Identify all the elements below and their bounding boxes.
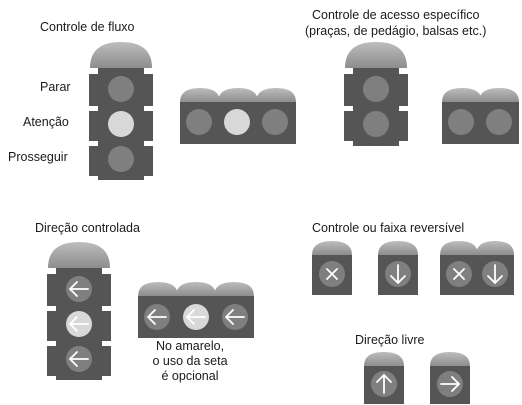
flow-vertical-signal bbox=[89, 42, 153, 180]
visor bbox=[256, 88, 296, 102]
visor bbox=[218, 88, 258, 102]
label-stop: Parar bbox=[40, 80, 71, 94]
access-title-line2: (praças, de pedágio, balsas etc.) bbox=[305, 24, 487, 38]
direction-note-line2: o uso da seta bbox=[152, 354, 228, 368]
visor bbox=[312, 241, 352, 255]
visor bbox=[430, 352, 470, 366]
label-attention: Atenção bbox=[23, 115, 69, 129]
lamp-green-off bbox=[363, 111, 389, 137]
visor bbox=[378, 241, 418, 255]
lamp-yellow-on bbox=[224, 109, 250, 135]
direction-horizontal-signal bbox=[138, 282, 254, 338]
visor bbox=[138, 282, 178, 296]
free-signal-right bbox=[430, 352, 470, 404]
lamp-red-off bbox=[186, 109, 212, 135]
visor bbox=[48, 242, 110, 268]
lamp-green-off bbox=[262, 109, 288, 135]
reversible-signal-x bbox=[312, 241, 352, 295]
reversible-title: Controle ou faixa reversível bbox=[312, 221, 465, 235]
visor bbox=[479, 88, 519, 102]
lamp-red-off bbox=[448, 109, 474, 135]
signal-housing bbox=[344, 68, 408, 146]
lamp-green-off bbox=[108, 146, 134, 172]
visor bbox=[180, 88, 220, 102]
visor bbox=[442, 88, 482, 102]
lamp-red-off bbox=[363, 76, 389, 102]
direction-vertical-signal bbox=[47, 242, 111, 380]
visor bbox=[90, 42, 152, 68]
reversible-signal-double bbox=[440, 241, 514, 295]
free-title: Direção livre bbox=[355, 333, 425, 347]
visor bbox=[440, 241, 478, 255]
free-signal-up bbox=[364, 352, 404, 404]
visor bbox=[214, 282, 254, 296]
lamp-red-off bbox=[108, 76, 134, 102]
direction-note-line1: No amarelo, bbox=[155, 339, 225, 353]
flow-horizontal-signal bbox=[180, 88, 296, 144]
access-vertical-signal bbox=[344, 42, 408, 146]
reversible-signal-down bbox=[378, 241, 418, 295]
visor bbox=[176, 282, 216, 296]
access-horizontal-signal bbox=[442, 88, 519, 144]
lamp-green-off bbox=[486, 109, 512, 135]
lamp-yellow-on bbox=[108, 111, 134, 137]
direction-note-line3: é opcional bbox=[161, 369, 219, 383]
label-proceed: Prosseguir bbox=[8, 150, 68, 164]
direction-title: Direção controlada bbox=[35, 221, 140, 235]
visor bbox=[364, 352, 404, 366]
access-title-line1: Controle de acesso específico bbox=[312, 8, 480, 22]
flow-title: Controle de fluxo bbox=[40, 20, 135, 34]
visor bbox=[345, 42, 407, 68]
visor bbox=[476, 241, 514, 255]
